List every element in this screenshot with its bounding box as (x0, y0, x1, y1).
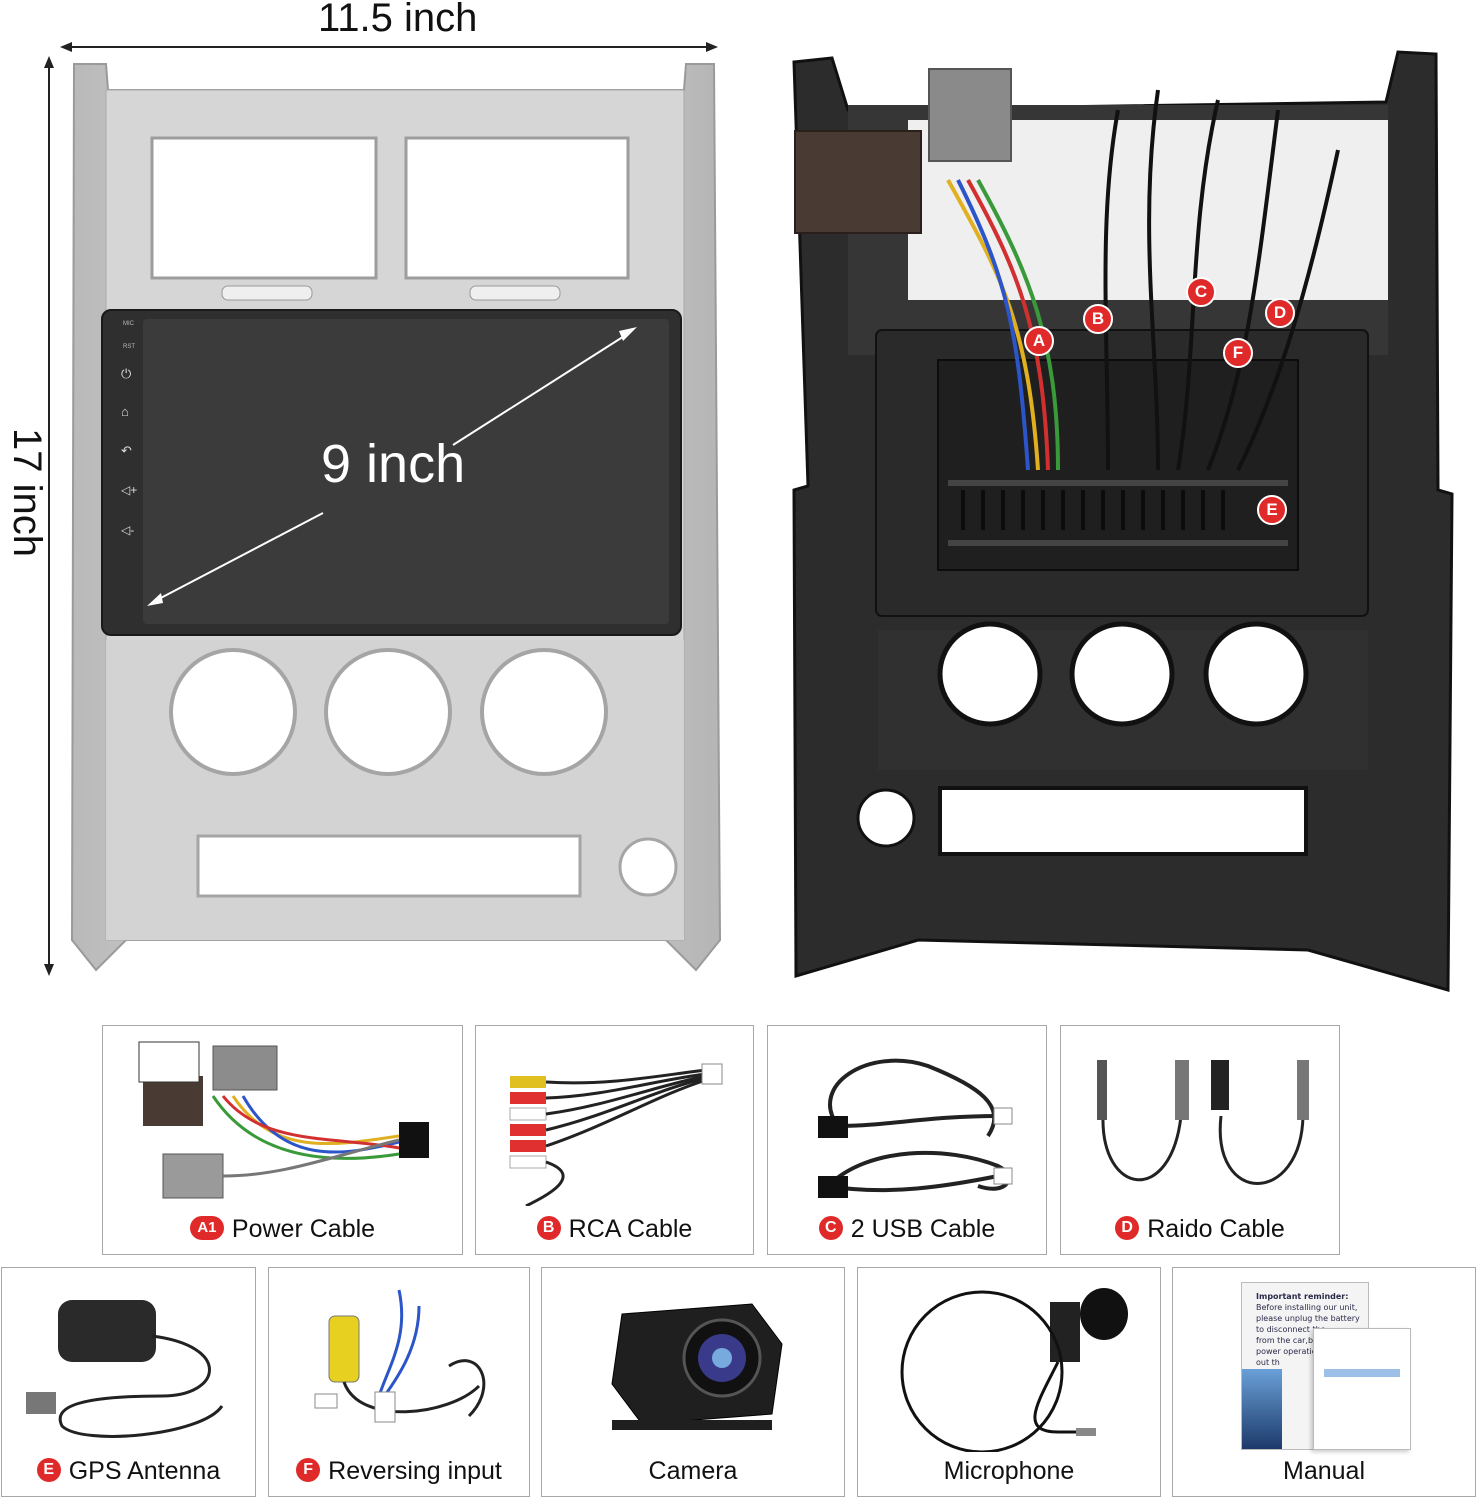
callout-c: C (1186, 277, 1216, 307)
screen-size-label: 9 inch (321, 434, 466, 494)
diagonal-arrow (147, 327, 637, 606)
camera-image (611, 1303, 783, 1430)
callout-f: F (1223, 338, 1253, 368)
callout-e: E (1257, 495, 1287, 525)
camera-label: Camera (648, 1457, 738, 1485)
badge-a1: A1 (189, 1216, 224, 1241)
rca-cable-image (509, 1063, 723, 1206)
screen-display (143, 319, 669, 624)
accessory-manual: Important reminder: Before installing ou… (1172, 1267, 1476, 1497)
accessory-camera: Camera (541, 1267, 845, 1497)
volume-up-icon: ◁+ (121, 483, 138, 497)
width-label: 11.5 inch (318, 0, 478, 40)
accessory-microphone: Microphone (857, 1267, 1161, 1497)
badge-c: C (818, 1216, 843, 1241)
width-arrow (60, 42, 718, 52)
canbus-decoder-box (794, 130, 922, 234)
power-icon: ⏻ (121, 366, 132, 381)
head-unit-screen: MIC RST ⏻ ⌂ ↶ ◁+ ◁- 9 inch (101, 309, 682, 636)
manual-label: Manual (1283, 1457, 1365, 1485)
callout-a: A (1024, 326, 1054, 356)
volume-down-icon: ◁- (121, 523, 135, 537)
callout-b: B (1083, 304, 1113, 334)
microphone-label: Microphone (943, 1457, 1075, 1485)
mic-label: MIC (123, 321, 134, 327)
rst-label: RST (123, 344, 135, 350)
power-cable-image (138, 1041, 429, 1199)
back-icon: ↶ (121, 443, 132, 458)
gps-antenna-image (26, 1300, 224, 1438)
reversing-input-image (314, 1289, 486, 1423)
harness-plug (928, 68, 1012, 162)
badge-b: B (536, 1216, 561, 1241)
callout-d: D (1265, 298, 1295, 328)
home-icon: ⌂ (121, 404, 129, 419)
microphone-image (900, 1288, 1128, 1452)
radio-cable-image (1097, 1060, 1309, 1185)
height-arrow (44, 56, 54, 976)
black-dash-frame-rear (788, 50, 1456, 995)
badge-f: F (296, 1458, 321, 1483)
manual-page-front (1313, 1328, 1411, 1450)
wire-bundle (946, 89, 1340, 471)
usb-cable-image (818, 1058, 1013, 1198)
badge-d: D (1115, 1216, 1140, 1241)
badge-e: E (36, 1458, 61, 1483)
